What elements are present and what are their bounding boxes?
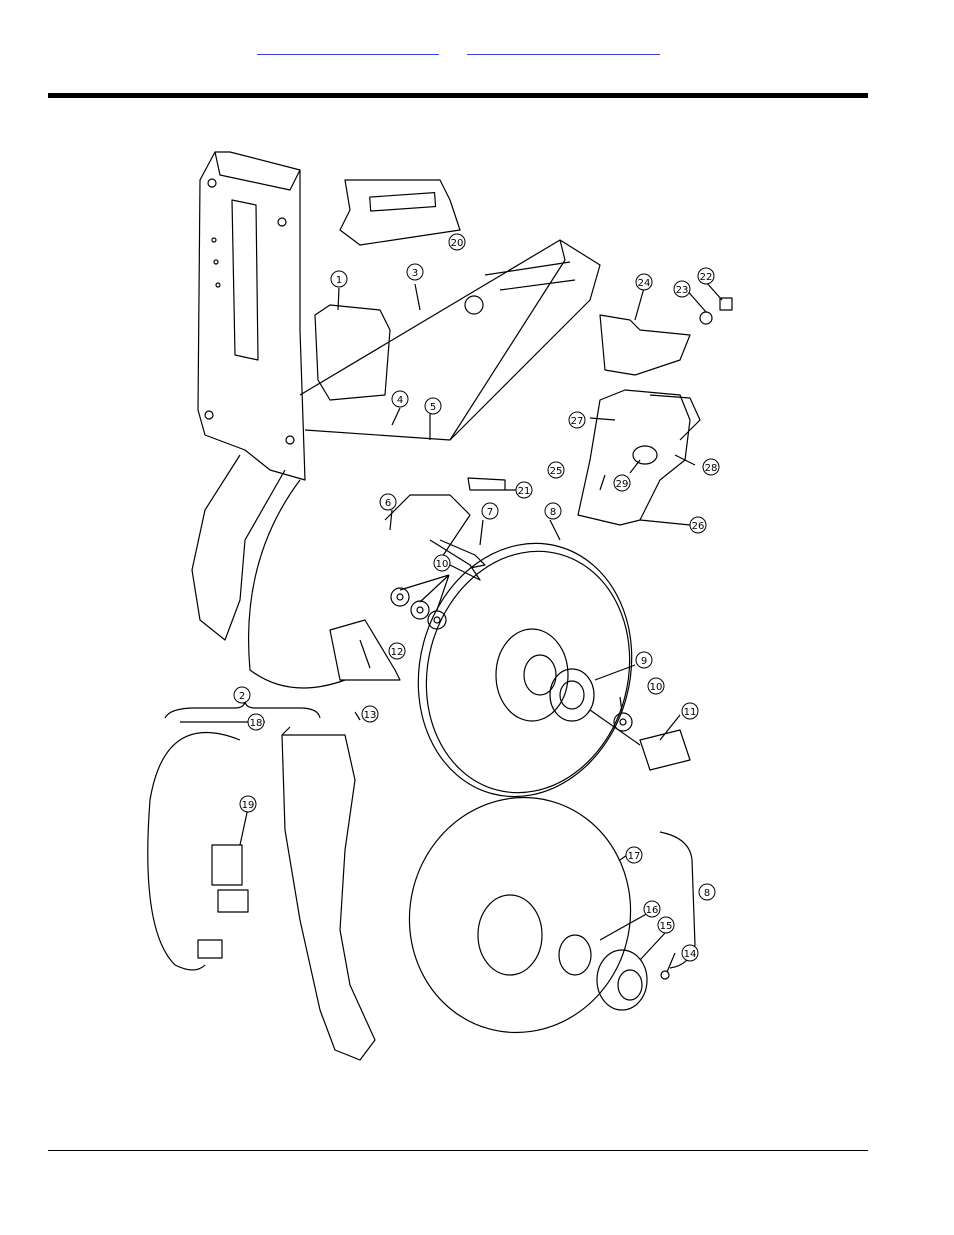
callout-11: 11: [684, 707, 697, 718]
callout-20: 20: [451, 238, 464, 249]
callout-3: 3: [412, 268, 418, 279]
header-rule: [48, 93, 868, 98]
callout-29: 29: [616, 479, 629, 490]
callout-8b: 8: [704, 888, 710, 899]
callout-18: 18: [250, 718, 263, 729]
callout-5: 5: [430, 402, 436, 413]
callout-17: 17: [628, 851, 641, 862]
callout-24: 24: [638, 278, 651, 289]
callout-26: 26: [692, 521, 705, 532]
callout-14: 14: [684, 949, 697, 960]
callout-25: 25: [550, 466, 563, 477]
header-link-2[interactable]: [467, 42, 660, 55]
callout-28: 28: [705, 463, 718, 474]
callout-4: 4: [397, 395, 403, 406]
callout-2: 2: [239, 691, 245, 702]
callout-7: 7: [487, 507, 493, 518]
callout-12: 12: [391, 647, 404, 658]
callout-19: 19: [242, 800, 255, 811]
callouts: [233, 233, 720, 962]
callout-22: 22: [700, 272, 713, 283]
callout-23: 23: [676, 285, 689, 296]
header-link-1[interactable]: [257, 42, 439, 55]
callout-13: 13: [364, 710, 377, 721]
callout-6: 6: [385, 498, 391, 509]
callout-21: 21: [518, 486, 531, 497]
callout-16: 16: [646, 905, 659, 916]
callout-9: 9: [641, 656, 647, 667]
exploded-parts-diagram: 1 2 3 4 5 6 7 8 9 10 10 11 12 13 14 15 1…: [147, 151, 733, 1061]
footer-rule: [48, 1150, 868, 1151]
callout-1: 1: [336, 275, 342, 286]
callout-10b: 10: [650, 682, 663, 693]
callout-15: 15: [660, 921, 673, 932]
callout-27: 27: [571, 416, 584, 427]
callout-10: 10: [436, 559, 449, 570]
callout-8: 8: [550, 507, 556, 518]
